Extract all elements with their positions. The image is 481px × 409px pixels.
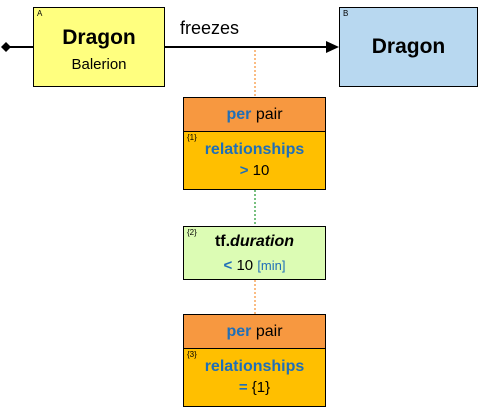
- filter-attribute: duration: [230, 233, 295, 250]
- card-3-header-rest: pair: [251, 323, 283, 340]
- card-3-corner: {3}: [187, 350, 197, 359]
- node-b-title: Dragon: [371, 35, 446, 58]
- card-3-body: {3} relationships = {1}: [184, 349, 325, 406]
- edge-arrowhead-icon: [326, 41, 339, 53]
- card-1-header: per pair: [184, 98, 325, 132]
- node-a-subtitle: Balerion: [71, 56, 127, 73]
- card-1-body: {1} relationships > 10: [184, 132, 325, 189]
- filter-unit: [min]: [257, 258, 286, 273]
- aggregation-card-3[interactable]: per pair {3} relationships = {1}: [183, 314, 326, 407]
- node-b-corner: B: [343, 9, 349, 18]
- card-1-keyword: per: [226, 106, 252, 123]
- edge-diamond-icon: [1, 42, 11, 52]
- filter-prefix: tf.: [214, 233, 231, 250]
- card-3-field: relationships: [204, 358, 305, 375]
- filter-value: 10: [232, 257, 258, 274]
- filter-operator: <: [223, 257, 233, 274]
- card-3-header: per pair: [184, 315, 325, 349]
- card-1-operator: >: [239, 162, 249, 179]
- edge-label: freezes: [180, 18, 240, 38]
- filter-corner: {2}: [187, 228, 197, 237]
- card-1-value: 10: [248, 162, 270, 179]
- card-1-corner: {1}: [187, 133, 197, 142]
- node-a-title: Dragon: [62, 26, 136, 49]
- card-1-field: relationships: [204, 141, 305, 158]
- node-a[interactable]: A Dragon Balerion: [33, 7, 165, 87]
- card-3-value: {1}: [247, 379, 271, 396]
- node-b[interactable]: B Dragon: [339, 7, 478, 87]
- node-a-corner: A: [37, 9, 43, 18]
- card-1-header-rest: pair: [251, 106, 283, 123]
- card-3-keyword: per: [226, 323, 252, 340]
- filter-card[interactable]: {2} tf.duration < 10 [min]: [183, 226, 326, 280]
- aggregation-card-1[interactable]: per pair {1} relationships > 10: [183, 97, 326, 190]
- card-3-operator: =: [238, 379, 248, 396]
